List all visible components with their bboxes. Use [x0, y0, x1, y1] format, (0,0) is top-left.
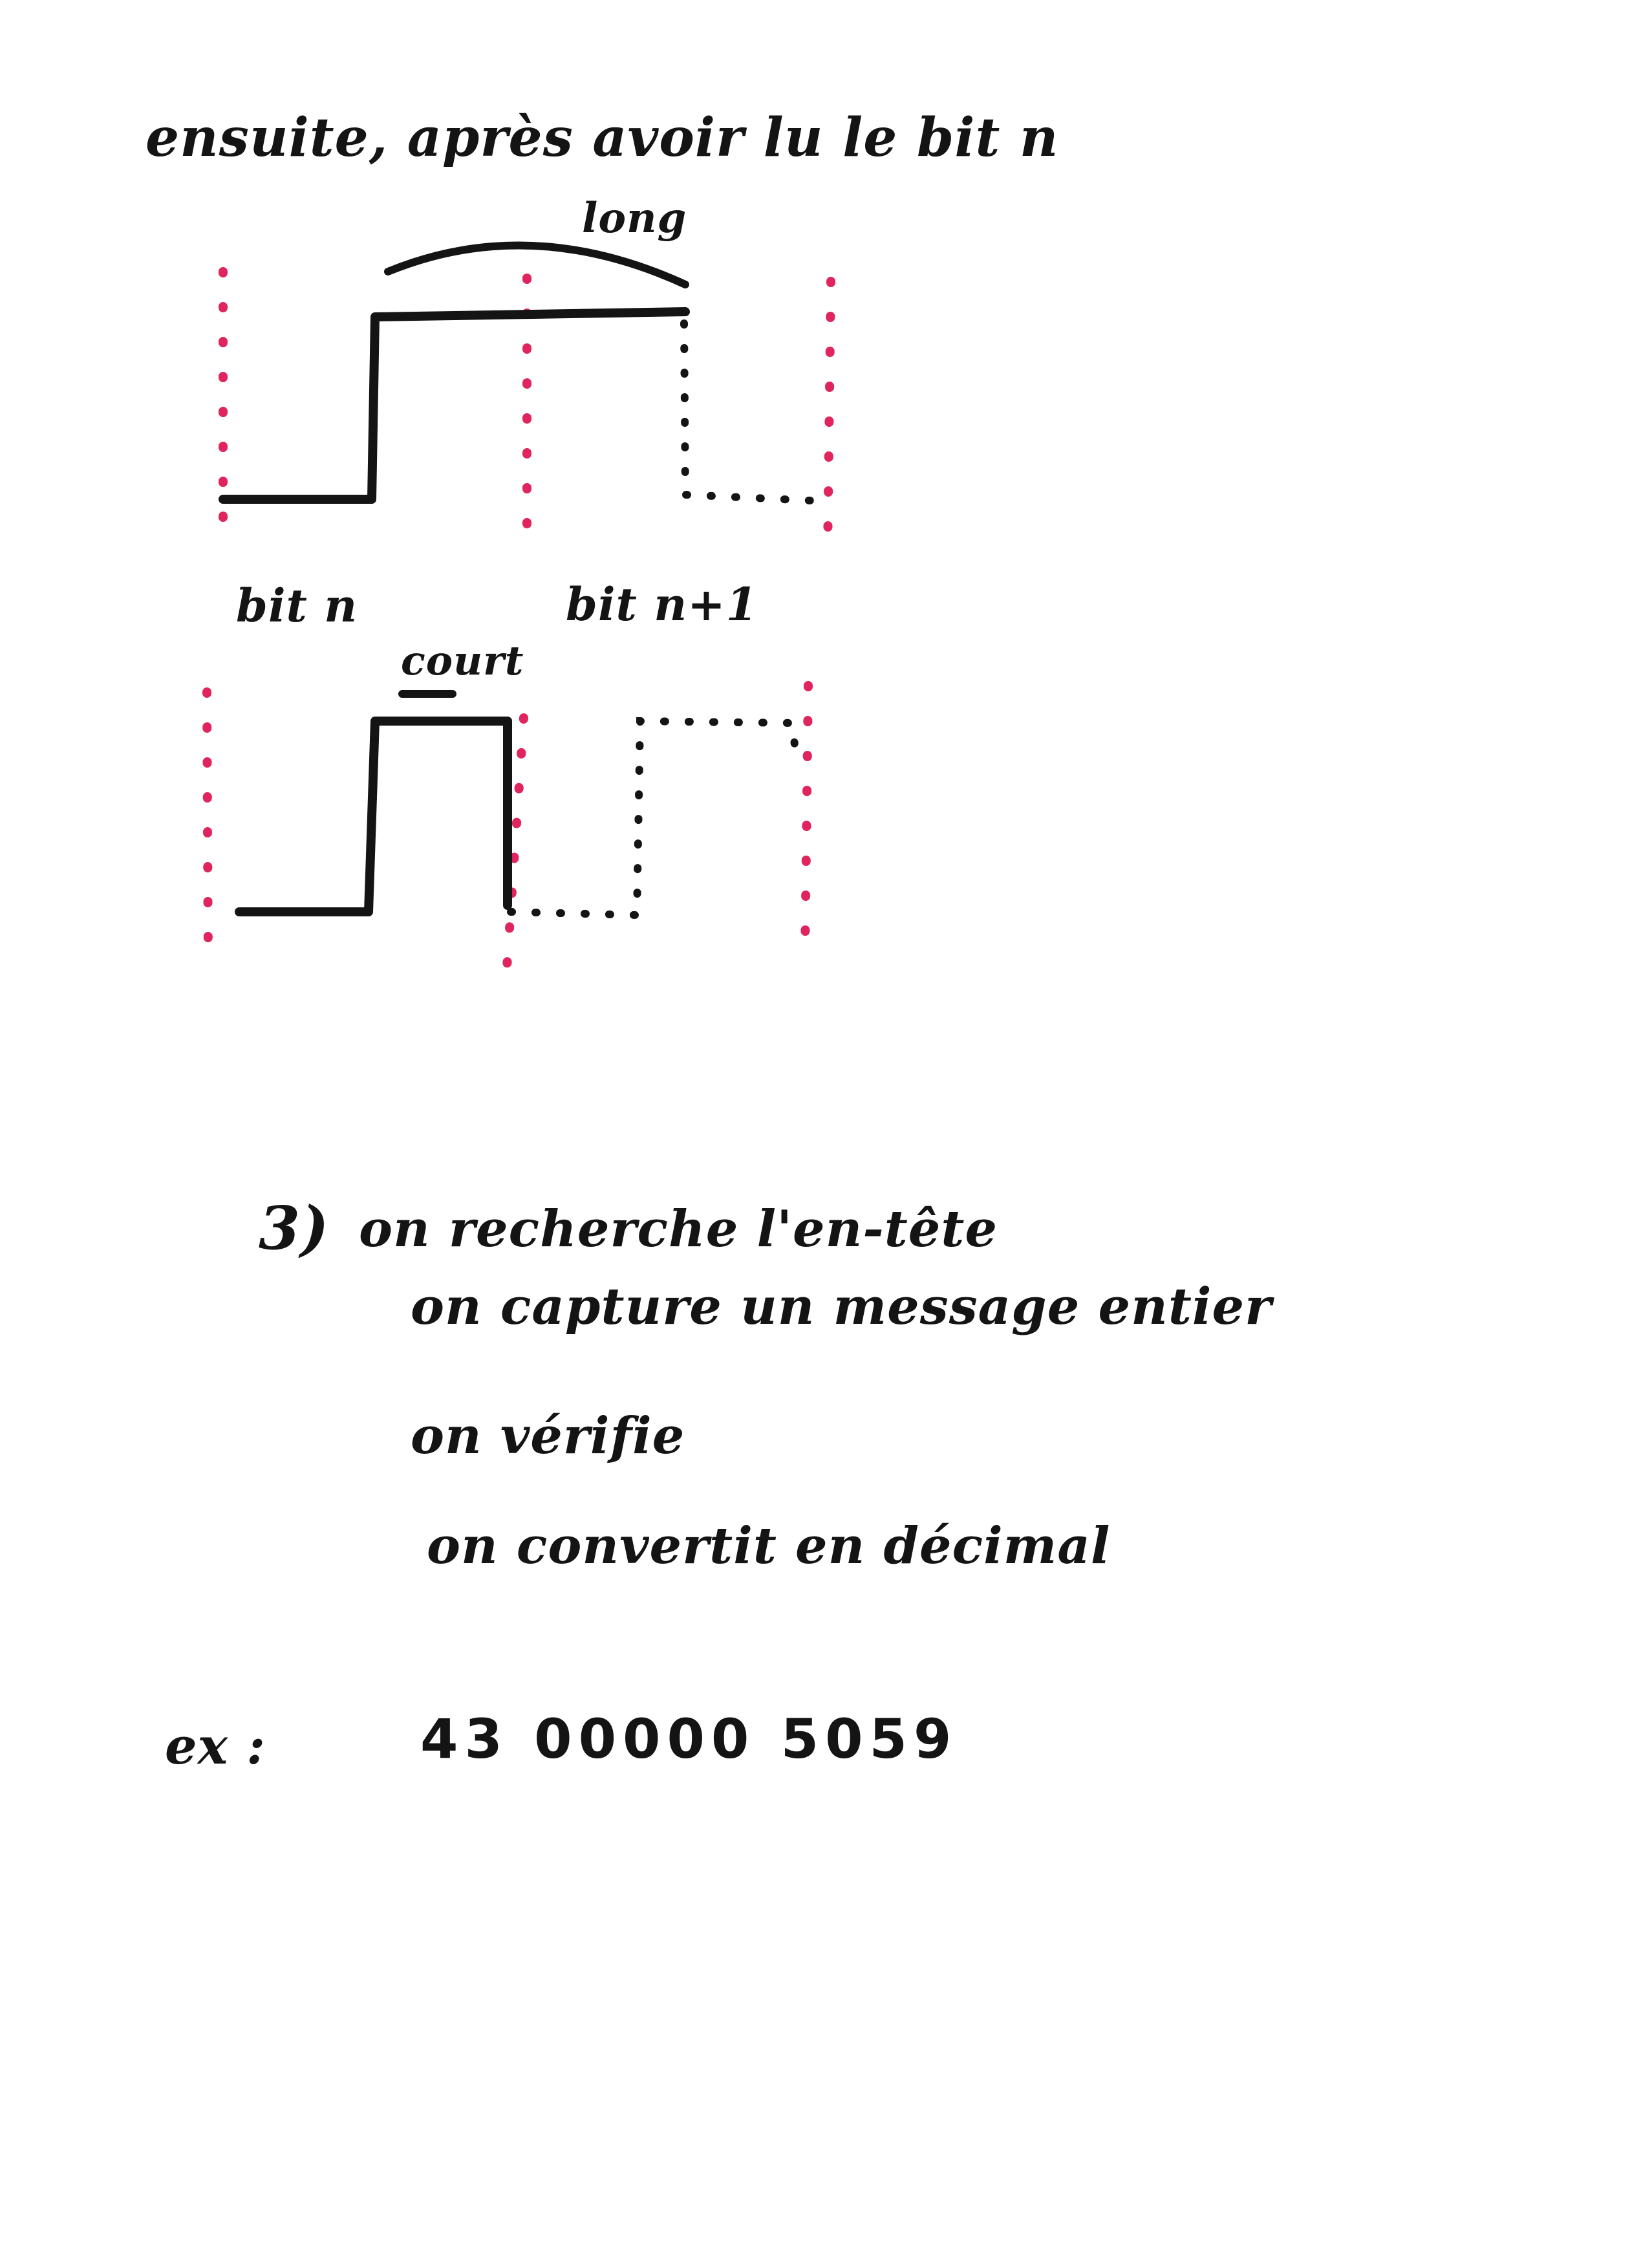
label-long: long	[582, 194, 687, 243]
example-label: ex :	[165, 1717, 266, 1776]
top-long-pulse	[219, 307, 690, 504]
top-separator-right	[823, 277, 835, 557]
step-item-verify: on vérifie	[411, 1407, 685, 1465]
bottom-bit-separators	[202, 681, 813, 991]
bottom-separator-right	[800, 681, 813, 962]
bottom-dotted-continuation	[507, 717, 799, 920]
step-item-search-header: on recherche l'en-tête	[359, 1200, 998, 1258]
top-bit-separators	[219, 267, 835, 557]
bottom-separator-left	[202, 687, 213, 971]
bottom-short-pulse	[235, 717, 512, 916]
label-court: court	[401, 637, 524, 684]
top-dotted-continuation	[680, 319, 828, 505]
step-item-convert-decimal: on convertit en décimal	[427, 1517, 1111, 1575]
step-item-capture-message: on capture un message entier	[411, 1277, 1272, 1336]
example-value: 43 00000 5059	[420, 1707, 958, 1771]
step-number: 3)	[259, 1193, 330, 1263]
label-bit-n-plus-1: bit n+1	[566, 578, 758, 631]
intro-text: ensuite, après avoir lu le bit n	[145, 107, 1059, 169]
long-duration-brace	[384, 241, 689, 288]
label-bit-n: bit n	[236, 579, 358, 632]
